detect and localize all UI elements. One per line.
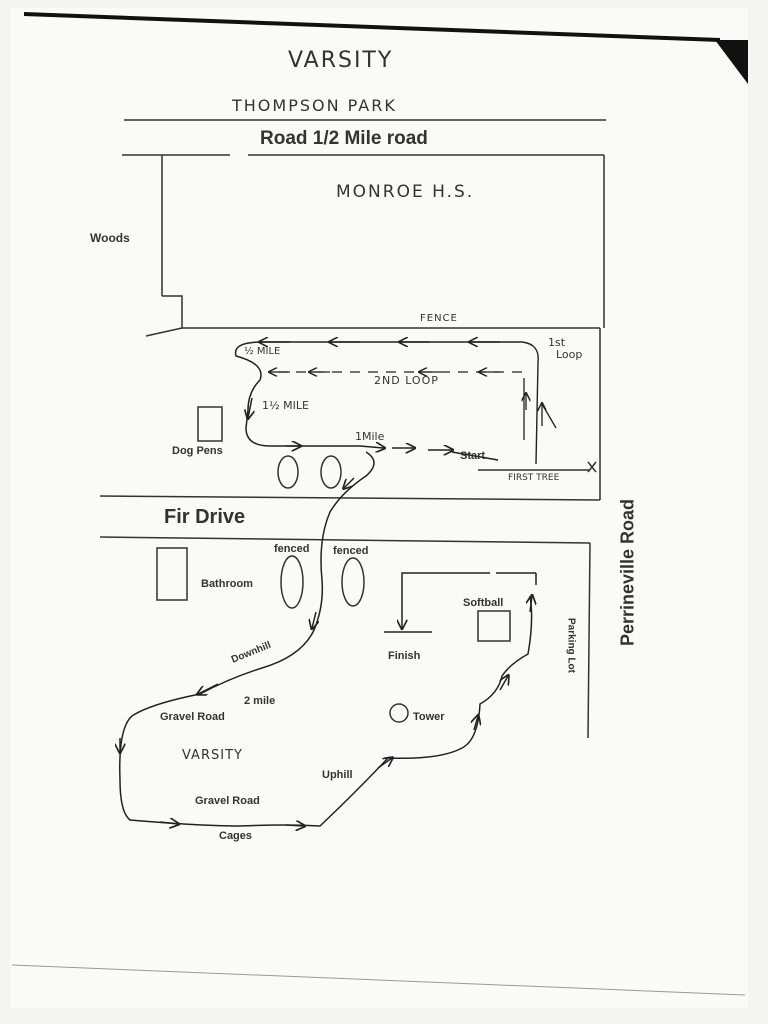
uphill-label: Uphill [322, 769, 353, 781]
fenced-area-right [341, 557, 365, 607]
dog-pens-structure [197, 406, 223, 442]
two-mile-label: 2 mile [244, 695, 276, 707]
perrineville-road-label: Perrineville Road [617, 498, 638, 647]
fence-route [260, 342, 539, 465]
oval-marker-left [277, 455, 299, 489]
finish-chute [384, 572, 537, 633]
varsity-course-label: VARSITY [182, 748, 243, 763]
map-title: VARSITY [288, 48, 394, 73]
woods-label: Woods [90, 231, 130, 245]
second-loop-route [268, 372, 557, 440]
folded-corner [715, 40, 748, 84]
parking-lot-label: Parking Lot [565, 617, 577, 673]
cages-label: Cages [219, 830, 253, 842]
fenced-area-left [280, 555, 304, 609]
top-road-label: Road 1/2 Mile road [260, 128, 428, 149]
start-loop-route [234, 341, 499, 461]
first-loop-label-bottom: Loop [556, 348, 583, 361]
half-mile-label: ½ MILE [244, 346, 281, 357]
start-label: Start [460, 450, 486, 462]
tower-label: Tower [413, 711, 445, 723]
bathroom-label: Bathroom [201, 578, 253, 590]
fenced-label-right: fenced [333, 545, 369, 557]
monroe-hs-outline [122, 154, 605, 337]
oval-marker-right [320, 455, 342, 489]
paper-sheet [10, 8, 748, 1008]
softball-field [477, 610, 511, 642]
one-half-mile-label: 1½ MILE [262, 399, 309, 412]
softball-label: Softball [463, 597, 504, 609]
road-lines [99, 328, 601, 739]
map-subtitle: THOMPSON PARK [232, 96, 397, 115]
finish-label: Finish [388, 650, 421, 662]
paper-top-edge [23, 12, 721, 42]
one-mile-label: 1Mile [355, 430, 385, 443]
fence-label: FENCE [420, 313, 458, 324]
gravel-road-label-lower: Gravel Road [195, 795, 260, 807]
first-loop-label-top: 1st [548, 336, 566, 349]
tower-marker [389, 703, 409, 723]
first-tree-label: FIRST TREE [508, 473, 560, 483]
gravel-road-label-upper: Gravel Road [160, 711, 225, 723]
bathroom-structure [156, 547, 188, 601]
second-loop-label: 2ND LOOP [374, 374, 439, 387]
school-label: MONROE H.S. [336, 182, 475, 202]
dog-pens-label: Dog Pens [172, 445, 223, 457]
varsity-course-route [120, 451, 532, 826]
fenced-label-left: fenced [274, 543, 310, 555]
fir-drive-label: Fir Drive [164, 506, 246, 528]
paper-bottom-edge [11, 964, 746, 996]
